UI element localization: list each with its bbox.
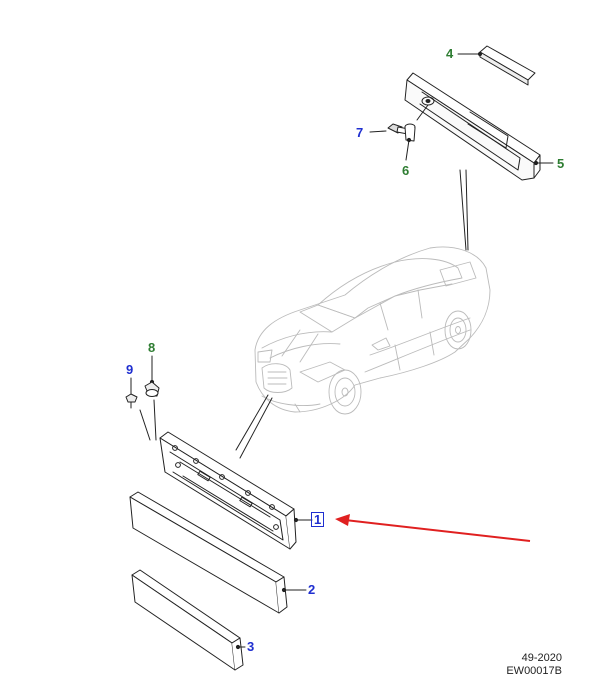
rear-gasket-strip (457, 45, 536, 86)
front-fastener-leaders (139, 399, 157, 441)
rear-plate-bracket (404, 72, 554, 181)
callout-9[interactable]: 9 (126, 362, 134, 377)
license-plate (129, 491, 307, 614)
callout-6[interactable]: 6 (402, 163, 410, 178)
callout-4[interactable]: 4 (446, 46, 454, 61)
front-clip-8 (144, 355, 160, 397)
rear-leader-lines (459, 169, 469, 251)
callout-2[interactable]: 2 (308, 582, 316, 597)
rear-clip-6 (404, 123, 416, 161)
callout-3[interactable]: 3 (247, 639, 255, 654)
front-gasket-pad (131, 569, 246, 671)
drawing-code: EW00017B (506, 665, 562, 677)
page-ref: 49-2020 (521, 652, 562, 664)
highlight-arrow (335, 514, 531, 542)
front-plate-bracket (159, 431, 313, 550)
callout-8[interactable]: 8 (148, 340, 156, 355)
callout-1[interactable]: 1 (311, 512, 325, 527)
front-leader-lines (235, 394, 273, 459)
car-illustration (254, 246, 491, 415)
callout-5[interactable]: 5 (557, 156, 565, 171)
callout-7[interactable]: 7 (356, 125, 364, 140)
front-screw-9 (125, 377, 138, 409)
rear-clip-leader (416, 104, 429, 121)
